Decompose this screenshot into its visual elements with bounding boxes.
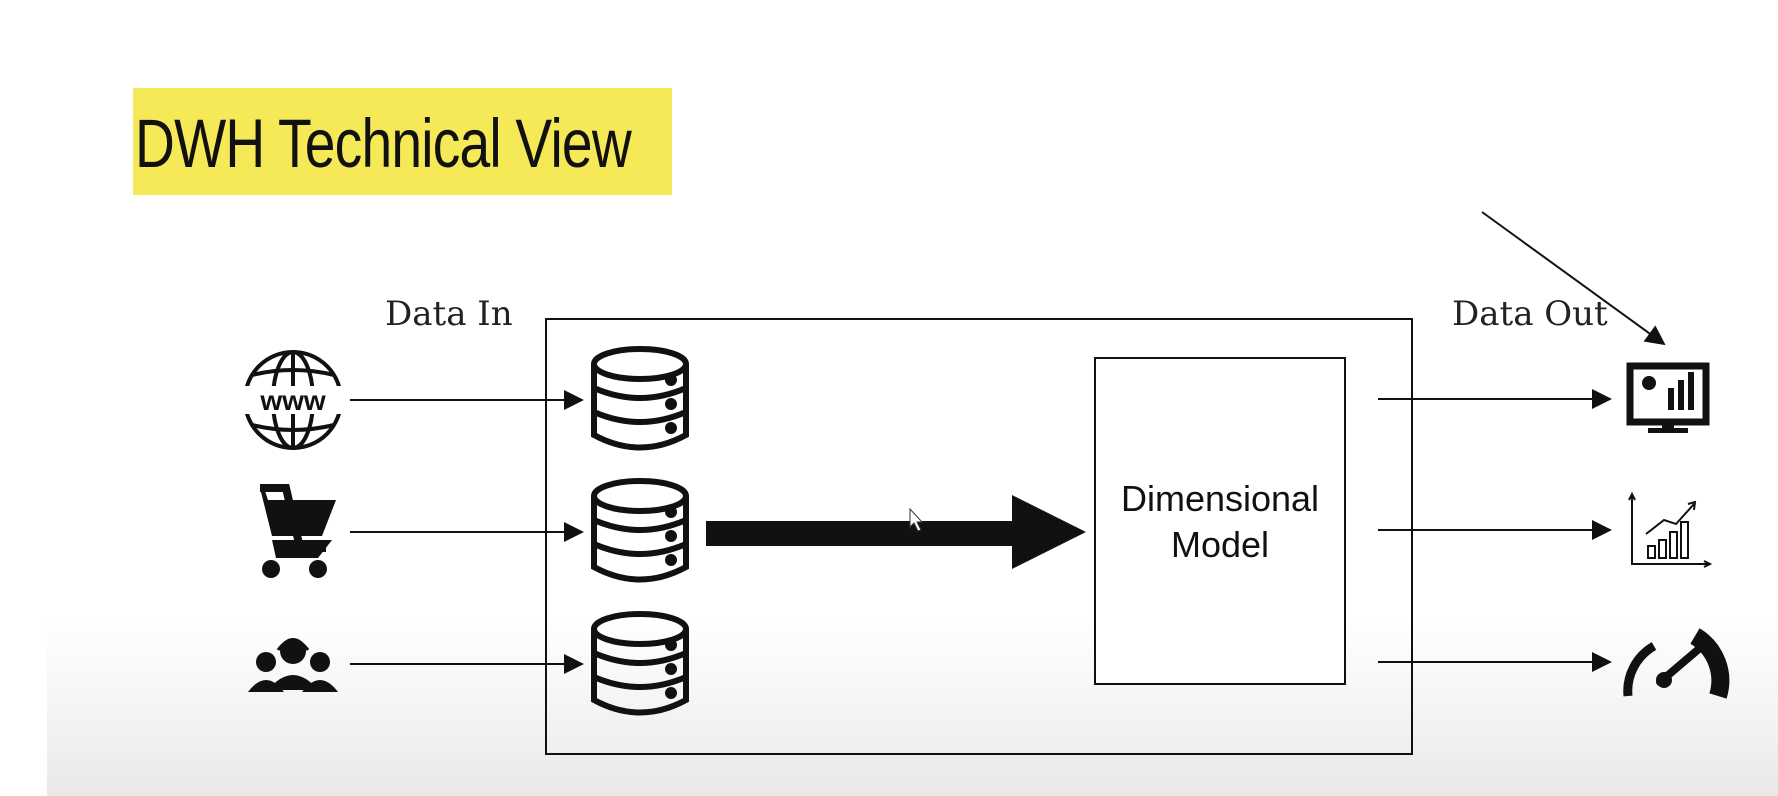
dimensional-model-box (1094, 357, 1346, 685)
data-out-label: Data Out (1452, 294, 1608, 334)
mouse-cursor-icon (909, 507, 924, 532)
pointer-arrow (1481, 211, 1666, 346)
title-highlight (133, 88, 672, 195)
dimensional-model-label: Dimensional Model (1095, 476, 1345, 568)
background-gradient (47, 620, 1778, 796)
model-label-line-1: Dimensional (1120, 478, 1320, 519)
svg-text:www: www (259, 385, 326, 416)
www-globe-icon: www (240, 350, 346, 450)
shopping-cart-icon (242, 484, 336, 578)
etl-arrow (706, 495, 1086, 569)
call-center-team-icon (248, 638, 338, 692)
model-label-line-2: Model (1170, 524, 1270, 565)
warehouse-box (545, 318, 1413, 755)
dashboard-monitor-icon (1626, 362, 1710, 433)
slide-title: DWH Technical View (135, 105, 632, 182)
speedometer-icon (1623, 628, 1730, 699)
data-in-label: Data In (385, 294, 513, 334)
database-icon (591, 478, 689, 583)
database-icon (591, 346, 689, 451)
growth-chart-icon (1628, 491, 1713, 568)
database-icon (591, 611, 689, 716)
